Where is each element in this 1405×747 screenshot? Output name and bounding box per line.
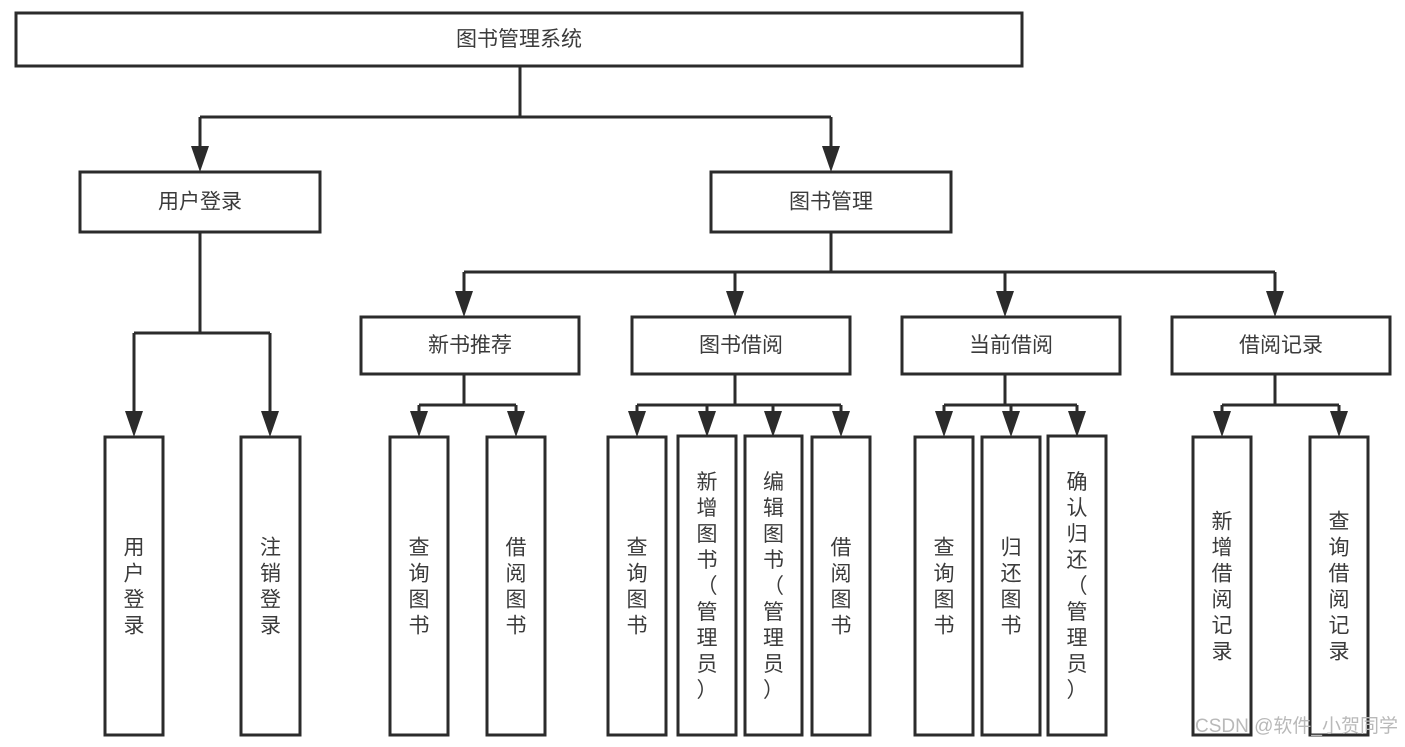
node-new-book-recommend[interactable]: 新书推荐: [359, 315, 581, 376]
arrow-head-icon: [1002, 411, 1020, 437]
connector-conn-book-borrow: [628, 374, 850, 437]
node-label-user-login: 用户登录: [158, 191, 242, 214]
arrow-head-icon: [261, 411, 279, 437]
arrow-head-icon: [1330, 411, 1348, 437]
connector-conn-book-manage: [455, 232, 1284, 317]
arrow-head-icon: [507, 411, 525, 437]
node-box-current-borrow[interactable]: [900, 315, 1122, 376]
node-borrow-record[interactable]: 借阅记录: [1170, 315, 1392, 376]
node-leaf-query-book-borrow[interactable]: 查询图书: [606, 435, 668, 737]
node-layer: 图书管理系统用户登录图书管理新书推荐图书借阅当前借阅借阅记录用户登录注销登录查询…: [14, 11, 1392, 737]
arrow-head-icon: [1266, 291, 1284, 317]
node-label-leaf-borrow-book: 借阅图书: [831, 536, 852, 637]
node-leaf-add-borrow-record[interactable]: 新增借阅记录: [1191, 435, 1253, 737]
node-label-new-book-recommend: 新书推荐: [428, 334, 512, 357]
connector-conn-user-login: [125, 232, 279, 437]
node-box-leaf-query-borrow-record[interactable]: [1308, 435, 1370, 737]
arrow-head-icon: [455, 291, 473, 317]
arrow-head-icon: [125, 411, 143, 437]
node-box-book-manage[interactable]: [709, 170, 953, 234]
connector-conn-borrow-record: [1213, 374, 1348, 437]
arrow-head-icon: [1213, 411, 1231, 437]
node-label-leaf-query-borrow-record: 查询借阅记录: [1329, 510, 1350, 663]
node-label-current-borrow: 当前借阅: [969, 334, 1053, 357]
node-leaf-edit-book-admin[interactable]: 编辑图书（管理员）: [743, 434, 804, 737]
node-leaf-borrow-book-recommend[interactable]: 借阅图书: [485, 435, 547, 737]
node-label-root: 图书管理系统: [456, 28, 582, 51]
node-leaf-query-borrow-record[interactable]: 查询借阅记录: [1308, 435, 1370, 737]
node-label-leaf-query-book-borrow: 查询图书: [627, 536, 648, 637]
arrow-head-icon: [726, 291, 744, 317]
node-label-leaf-user-login: 用户登录: [124, 536, 145, 637]
connector-conn-current-borrow: [935, 374, 1086, 437]
arrow-head-icon: [1068, 411, 1086, 437]
node-leaf-user-login[interactable]: 用户登录: [103, 435, 165, 737]
node-label-leaf-logout-login: 注销登录: [260, 536, 281, 637]
node-box-leaf-add-book-admin[interactable]: [676, 434, 738, 737]
node-box-leaf-edit-book-admin[interactable]: [743, 434, 804, 737]
node-label-book-borrow: 图书借阅: [699, 334, 783, 357]
node-label-book-manage: 图书管理: [789, 191, 873, 214]
node-current-borrow[interactable]: 当前借阅: [900, 315, 1122, 376]
node-box-leaf-query-book-recommend[interactable]: [388, 435, 450, 737]
node-box-leaf-logout-login[interactable]: [239, 435, 302, 737]
node-box-leaf-user-login[interactable]: [103, 435, 165, 737]
node-box-borrow-record[interactable]: [1170, 315, 1392, 376]
node-book-manage[interactable]: 图书管理: [709, 170, 953, 234]
node-box-leaf-confirm-return-admin[interactable]: [1046, 434, 1108, 737]
connector-conn-new-book-recommend: [410, 374, 525, 437]
csdn-watermark: CSDN @软件_小贺同学: [1195, 715, 1398, 737]
node-label-leaf-query-book-recommend: 查询图书: [409, 536, 430, 637]
node-label-leaf-return-book: 归还图书: [1001, 536, 1022, 637]
node-box-leaf-add-borrow-record[interactable]: [1191, 435, 1253, 737]
node-label-leaf-borrow-book-recommend: 借阅图书: [506, 536, 527, 637]
arrow-head-icon: [764, 411, 782, 437]
node-user-login[interactable]: 用户登录: [78, 170, 322, 234]
node-box-leaf-borrow-book-recommend[interactable]: [485, 435, 547, 737]
arrow-head-icon: [832, 411, 850, 437]
arrow-head-icon: [822, 146, 840, 172]
arrow-head-icon: [410, 411, 428, 437]
connector-layer: [125, 66, 1348, 437]
node-box-user-login[interactable]: [78, 170, 322, 234]
node-box-leaf-borrow-book[interactable]: [810, 435, 872, 737]
arrow-head-icon: [191, 146, 209, 172]
node-label-leaf-edit-book-admin: 编辑图书（管理员）: [763, 471, 784, 702]
node-leaf-logout-login[interactable]: 注销登录: [239, 435, 302, 737]
arrow-head-icon: [935, 411, 953, 437]
node-root[interactable]: 图书管理系统: [14, 11, 1024, 68]
node-box-book-borrow[interactable]: [630, 315, 852, 376]
arrow-head-icon: [996, 291, 1014, 317]
node-leaf-return-book[interactable]: 归还图书: [980, 435, 1042, 737]
node-leaf-add-book-admin[interactable]: 新增图书（管理员）: [676, 434, 738, 737]
node-label-borrow-record: 借阅记录: [1239, 334, 1323, 357]
arrow-head-icon: [628, 411, 646, 437]
node-box-leaf-return-book[interactable]: [980, 435, 1042, 737]
node-box-leaf-query-book-borrow[interactable]: [606, 435, 668, 737]
node-label-leaf-query-book-current: 查询图书: [934, 536, 955, 637]
node-box-leaf-query-book-current[interactable]: [913, 435, 975, 737]
node-label-leaf-confirm-return-admin: 确认归还（管理员）: [1067, 471, 1088, 702]
node-leaf-query-book-recommend[interactable]: 查询图书: [388, 435, 450, 737]
node-leaf-query-book-current[interactable]: 查询图书: [913, 435, 975, 737]
node-leaf-borrow-book[interactable]: 借阅图书: [810, 435, 872, 737]
node-label-leaf-add-borrow-record: 新增借阅记录: [1212, 510, 1233, 663]
arrow-head-icon: [698, 411, 716, 437]
node-box-root[interactable]: [14, 11, 1024, 68]
node-box-new-book-recommend[interactable]: [359, 315, 581, 376]
node-book-borrow[interactable]: 图书借阅: [630, 315, 852, 376]
watermark-layer: CSDN @软件_小贺同学: [1195, 715, 1398, 737]
connector-conn-root: [191, 66, 840, 172]
node-label-leaf-add-book-admin: 新增图书（管理员）: [697, 471, 718, 702]
node-leaf-confirm-return-admin[interactable]: 确认归还（管理员）: [1046, 434, 1108, 737]
